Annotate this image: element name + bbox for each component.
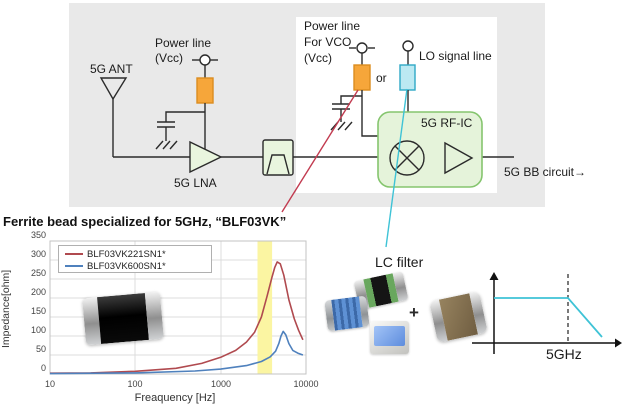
lc-filter-label: LC filter [375, 254, 424, 270]
vco-power-line2: For VCO [304, 35, 352, 49]
impedance-chart: 350 300 250 200 150 100 50 0 10 100 1000… [0, 230, 326, 413]
xtick: 1000 [210, 379, 232, 389]
ytick: 250 [30, 268, 46, 278]
ferrite-bead-photo [82, 291, 164, 346]
series-line-1 [49, 330, 304, 375]
cutoff-frequency-label: 5GHz [546, 346, 582, 362]
ytick: 0 [40, 363, 46, 373]
bb-circuit-label: 5G BB circuit→ [504, 165, 587, 179]
rfic-amplifier-symbol [444, 141, 474, 175]
lc-filter-symbol [399, 64, 416, 91]
lo-signal-label: LO signal line [419, 49, 492, 63]
vco-ground-icon [330, 121, 353, 131]
ferrite-bead-symbol [196, 77, 214, 104]
inductor-winding [331, 296, 363, 331]
bandpass-filter-symbol [262, 139, 294, 176]
ferrite-bead-symbol [353, 64, 371, 91]
xtick: 10 [44, 379, 55, 389]
antenna-icon [99, 77, 128, 101]
power-terminal [192, 54, 218, 66]
ferrite-section-title: Ferrite bead specialized for 5GHz, “BLF0… [3, 214, 287, 229]
y-axis-arrow-icon [489, 272, 499, 280]
vco-capacitor-symbol [332, 95, 362, 122]
power-line-text: Power line [155, 36, 212, 50]
legend-swatch-0 [65, 253, 83, 255]
legend-label: BLF03VK600SN1* [87, 260, 166, 272]
plot-border [49, 240, 307, 375]
power-line-vcc-text: (Vcc) [155, 51, 183, 65]
or-label: or [376, 71, 387, 85]
ytick: 200 [30, 287, 46, 297]
frequency-response-sketch [472, 272, 622, 354]
x-axis-label: Freaquency [Hz] [134, 392, 216, 404]
ytick: 100 [30, 325, 46, 335]
filter-module-top [374, 326, 405, 346]
ytick: 150 [30, 306, 46, 316]
plus-sign: + [409, 303, 419, 322]
power-line-label: Power line (Vcc) [155, 36, 211, 66]
legend-label: BLF03VK221SN1* [87, 248, 166, 260]
xtick: 10000 [293, 379, 319, 389]
lna-amplifier-symbol [189, 140, 223, 174]
legend-item: BLF03VK600SN1* [65, 260, 211, 272]
vco-power-line1: Power line [304, 19, 361, 33]
bead-body [97, 292, 149, 345]
legend-swatch-1 [65, 265, 83, 267]
rfic-label: 5G RF-IC [421, 116, 473, 130]
filter-module-photo [370, 321, 409, 354]
ant-label: 5G ANT [90, 62, 133, 76]
vco-power-label: Power line For VCO (Vcc) [304, 18, 360, 66]
decoupling-capacitor-symbol [157, 111, 205, 141]
wirewound-inductor-photo [324, 295, 370, 332]
chart-legend: BLF03VK221SN1* BLF03VK600SN1* [58, 245, 212, 273]
response-curve [494, 297, 603, 338]
ytick: 50 [35, 344, 46, 354]
legend-item: BLF03VK221SN1* [65, 248, 211, 260]
lo-terminal [402, 40, 414, 52]
xtick: 100 [127, 379, 143, 389]
x-axis-arrow-icon [615, 338, 622, 348]
series-line-0 [49, 261, 304, 374]
vco-power-line3: (Vcc) [304, 51, 332, 65]
ytick: 300 [30, 249, 46, 259]
ytick: 350 [30, 230, 46, 240]
ground-icon [155, 140, 178, 150]
y-axis-label: Impedance[ohm] [0, 269, 12, 348]
lna-label: 5G LNA [174, 176, 217, 190]
